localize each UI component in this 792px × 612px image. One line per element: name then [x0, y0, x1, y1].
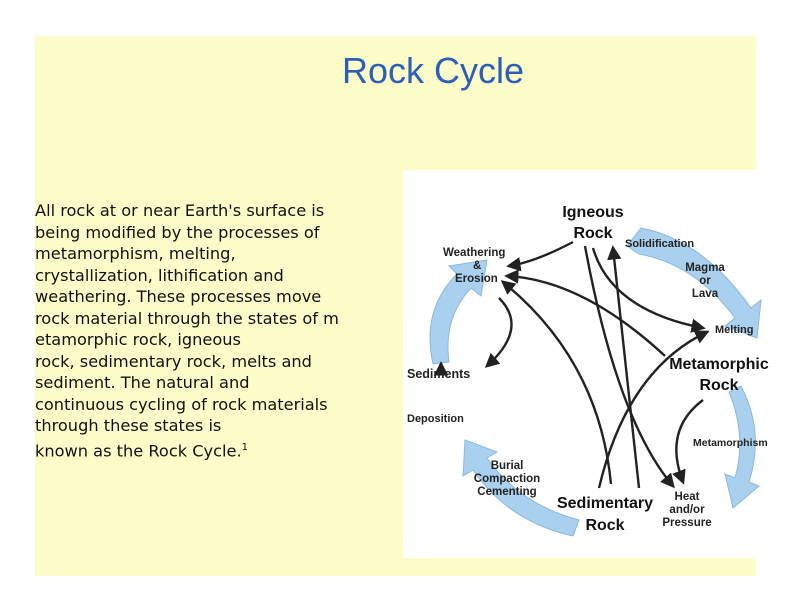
- node-metamorphic-line1: Metamorphic: [669, 356, 769, 373]
- process-deposition: Deposition: [407, 413, 464, 425]
- node-heat-line1: Heat: [675, 491, 700, 503]
- body-line: crystallization, lithification and: [35, 265, 380, 287]
- flow-arrow-weathering-to-sediments: [487, 298, 512, 366]
- node-sedimentary-line2: Rock: [585, 517, 624, 534]
- process-metamorphism: Metamorphism: [693, 437, 768, 449]
- node-magma-line1: Magma: [685, 262, 725, 274]
- body-line: weathering. These processes move: [35, 286, 380, 308]
- process-weathering-line3: Erosion: [455, 273, 498, 285]
- flow-arrow-metamorphic-to-weathering: [507, 276, 665, 356]
- body-line: rock, sedimentary rock, melts and: [35, 351, 380, 373]
- body-line: continuous cycling of rock materials: [35, 394, 380, 416]
- flow-arrow-sedimentary-to-igneous: [613, 248, 639, 488]
- node-sediments: Sediments: [407, 367, 470, 381]
- slide-title: Rock Cycle: [35, 50, 792, 92]
- process-weathering-line2: &: [473, 260, 481, 272]
- process-burial-line1: Burial: [491, 460, 524, 472]
- flow-arrow-sedimentary-to-weathering: [503, 282, 611, 484]
- node-heat-line2: and/or: [669, 504, 705, 516]
- flow-arrow-igneous-to-weathering: [509, 242, 573, 266]
- rock-cycle-svg: Igneous Rock Metamorphic Rock Sedimentar…: [403, 170, 775, 558]
- process-burial-line2: Compaction: [474, 473, 540, 485]
- body-line: being modified by the processes of: [35, 222, 380, 244]
- body-line: rock material through the states of m: [35, 308, 380, 330]
- footnote-marker: 1: [242, 442, 248, 453]
- process-burial-line3: Cementing: [477, 486, 536, 498]
- process-weathering-line1: Weathering: [443, 247, 505, 259]
- node-igneous-line2: Rock: [573, 225, 612, 242]
- node-magma-line2: or: [699, 275, 711, 287]
- node-metamorphic-line2: Rock: [699, 377, 738, 394]
- body-line-last: known as the Rock Cycle.1: [35, 437, 380, 462]
- body-text: All rock at or near Earth's surface is b…: [35, 200, 380, 461]
- body-line: through these states is: [35, 415, 380, 437]
- node-magma-line3: Lava: [692, 288, 719, 300]
- body-line: etamorphic rock, igneous: [35, 329, 380, 351]
- body-line: All rock at or near Earth's surface is: [35, 200, 380, 222]
- process-solidification: Solidification: [625, 238, 694, 250]
- process-melting: Melting: [715, 324, 754, 336]
- slide: Rock Cycle All rock at or near Earth's s…: [35, 36, 756, 576]
- node-heat-line3: Pressure: [662, 517, 711, 529]
- rock-cycle-diagram: Igneous Rock Metamorphic Rock Sedimentar…: [403, 170, 775, 558]
- node-igneous-line1: Igneous: [562, 204, 623, 221]
- body-line: known as the Rock Cycle.: [35, 441, 242, 460]
- body-line: sediment. The natural and: [35, 372, 380, 394]
- body-line: metamorphism, melting,: [35, 243, 380, 265]
- node-sedimentary-line1: Sedimentary: [557, 495, 653, 512]
